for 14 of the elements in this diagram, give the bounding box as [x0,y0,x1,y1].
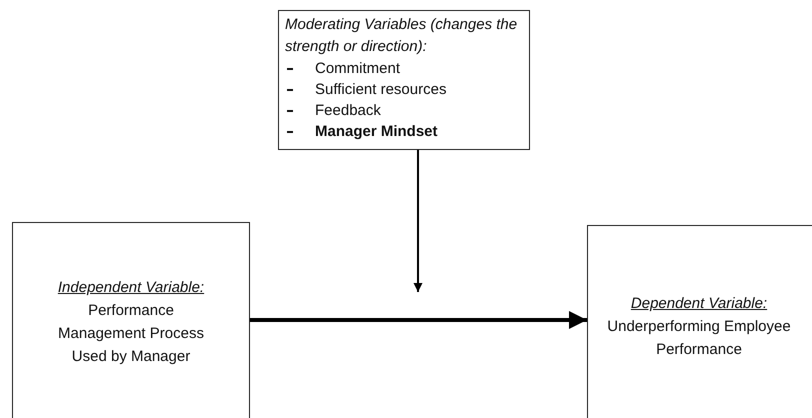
box-heading: Dependent Variable: [630,294,768,314]
list-item: Sufficient resources [314,80,446,100]
box-text: Underperforming Employee Performance [606,317,792,360]
list-item: Manager Mindset [314,122,438,142]
arrow [250,311,587,329]
box-heading: Independent Variable: [58,278,204,298]
list-item: Feedback [314,101,381,121]
variable-box [587,225,812,418]
box-text: Performance Management Process Used by Manager [57,301,205,367]
box-heading: Moderating Variables (changes the strength or direction): [285,15,518,57]
list-item: Commitment [314,59,400,79]
arrow [414,150,422,292]
variable-box [278,10,530,150]
variable-box [12,222,250,418]
